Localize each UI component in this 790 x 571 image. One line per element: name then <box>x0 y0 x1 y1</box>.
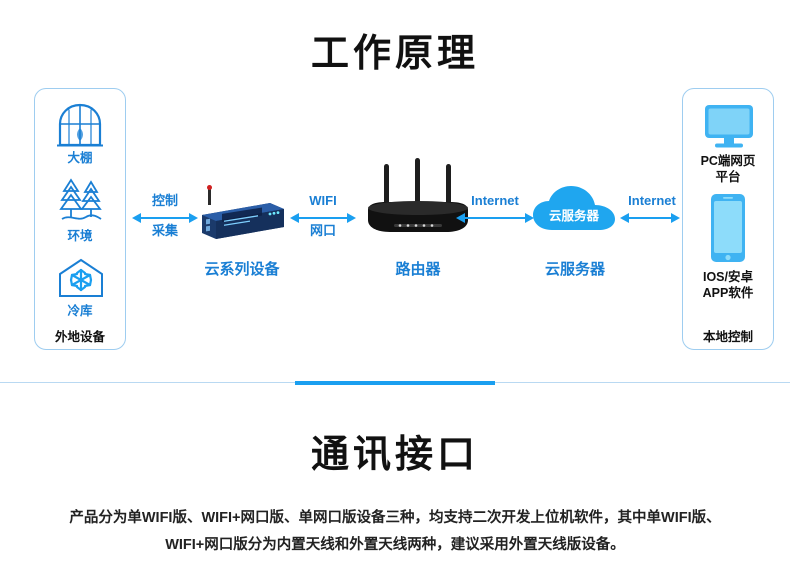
page-title-bottom: 通讯接口 <box>310 434 479 476</box>
serial-gateway-device-icon <box>196 185 288 247</box>
remote-device-label-2: 冷库 <box>67 304 93 318</box>
right-item-0-label-line1: PC端网页 <box>700 154 756 168</box>
remote-devices-caption: 外地设备 <box>54 330 105 344</box>
divider-accent-bar <box>295 381 495 385</box>
right-item-1-label-line2: APP软件 <box>702 286 754 300</box>
cloud-server-icon: 云服务器 <box>530 184 620 238</box>
arrow-internet-left <box>456 213 534 223</box>
device-label: 云系列设备 <box>204 261 280 278</box>
link-wifi-label-line2: 网口 <box>309 223 336 238</box>
arrow-internet-right <box>620 213 680 223</box>
description-paragraph: 产品分为单WIFI版、WIFI+网口版、单网口版设备三种，均支持二次开发上位机软… <box>25 505 765 559</box>
arrow-wifi-lan <box>290 213 356 223</box>
section-divider <box>0 381 790 385</box>
arrow-control-collect <box>132 213 198 223</box>
link-device-label-line2: 采集 <box>151 223 178 238</box>
wireless-router-icon <box>358 158 478 246</box>
link-device-label-line1: 控制 <box>151 193 178 208</box>
cold-storage-icon <box>56 256 106 300</box>
right-item-0-label-line2: 平台 <box>715 170 741 184</box>
description-line-2: WIFI+网口版分为内置天线和外置天线两种，建议采用外置天线版设备。 <box>165 537 625 553</box>
remote-device-label-0: 大棚 <box>67 151 93 165</box>
desktop-monitor-icon <box>702 102 756 150</box>
smartphone-icon <box>709 192 747 264</box>
local-control-panel <box>682 88 774 350</box>
right-item-1-label-line1: IOS/安卓 <box>702 270 753 284</box>
greenhouse-icon <box>55 102 105 148</box>
working-principle-diagram: 大棚 环境 <box>0 80 790 370</box>
link-internet-left-label: Internet <box>471 193 519 208</box>
page-title-top: 工作原理 <box>310 33 479 75</box>
local-control-caption: 本地控制 <box>702 330 753 344</box>
link-internet-right-label: Internet <box>628 193 676 208</box>
remote-devices-panel <box>34 88 126 350</box>
link-wifi-label-line1: WIFI <box>309 193 337 208</box>
environment-tree-icon <box>58 176 104 224</box>
remote-device-label-1: 环境 <box>67 229 93 243</box>
cloud-label: 云服务器 <box>544 261 605 278</box>
svg-text:云服务器: 云服务器 <box>549 208 600 223</box>
description-line-1: 产品分为单WIFI版、WIFI+网口版、单网口版设备三种，均支持二次开发上位机软… <box>69 510 721 526</box>
router-label: 路由器 <box>395 261 441 278</box>
